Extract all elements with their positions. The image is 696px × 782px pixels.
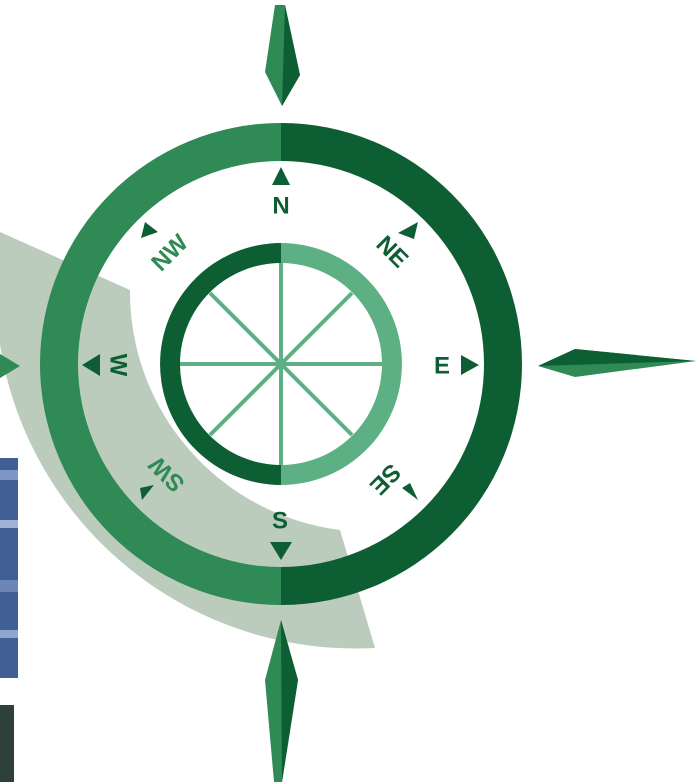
photo-fragment bbox=[0, 458, 18, 782]
east-arrow bbox=[461, 355, 479, 375]
south-spike-shade bbox=[281, 620, 298, 782]
east-label: E bbox=[434, 353, 450, 380]
southeast-arrow bbox=[402, 483, 418, 500]
west-label: W bbox=[105, 354, 132, 377]
northeast-label: NE bbox=[371, 231, 414, 274]
south-label: S bbox=[272, 508, 288, 535]
southeast-label: SE bbox=[364, 458, 406, 500]
wheel-spokes bbox=[180, 263, 382, 465]
northwest-arrow bbox=[141, 222, 158, 238]
north-arrow bbox=[272, 167, 290, 185]
northeast-arrow bbox=[398, 222, 418, 239]
north-label: N bbox=[272, 193, 289, 220]
north-spike-shade bbox=[282, 5, 300, 106]
northwest-label: NW bbox=[146, 229, 194, 277]
